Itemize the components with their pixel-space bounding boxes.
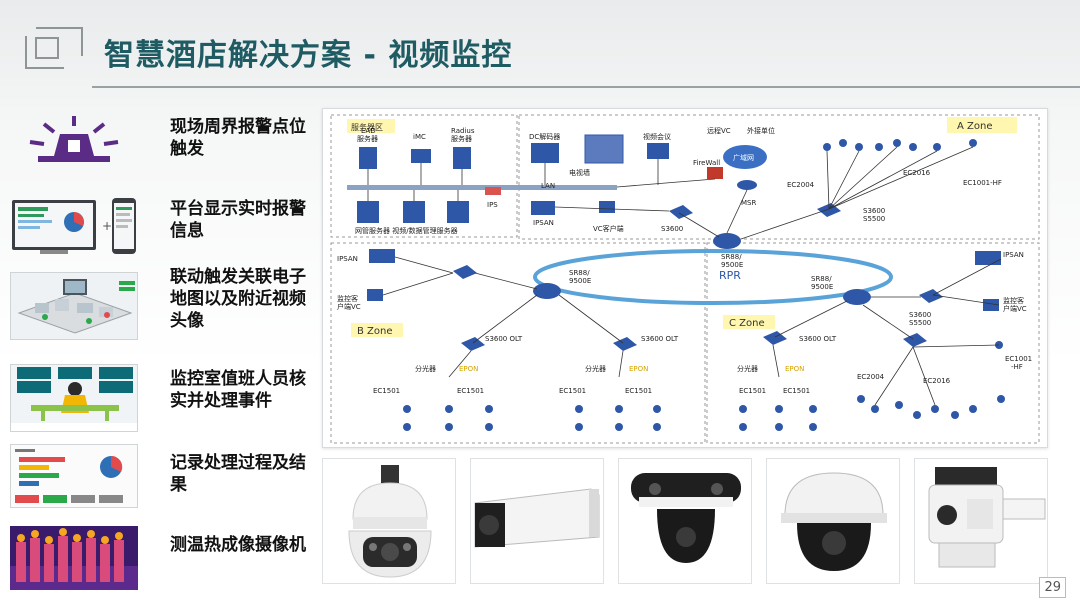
s3600-label: S3600: [661, 225, 683, 233]
alarm-light-icon: [10, 112, 138, 180]
ipsan-label-b: IPSAN: [337, 255, 358, 263]
svg-text:服务器: 服务器: [451, 134, 472, 143]
svg-text:服务器: 服务器: [357, 134, 378, 143]
s3600-olt-b1: S3600 OLT: [485, 335, 523, 343]
svg-text:+: +: [102, 219, 112, 233]
splitter-c: 分光器: [737, 364, 758, 373]
radius-label: Radius: [451, 127, 475, 135]
wan-label: 广域网: [733, 153, 754, 162]
splitter-b2: 分光器: [585, 364, 606, 373]
svg-text:S3600: S3600: [909, 311, 931, 319]
ec2016-label-a: EC2016: [903, 169, 931, 177]
lan-label: LAN: [541, 182, 555, 190]
ips-label: IPS: [487, 201, 498, 209]
rpr-ring: [533, 249, 893, 305]
video-conf-label: 视频会议: [643, 132, 671, 141]
epon-b2: EPON: [629, 365, 648, 373]
ec2016-label-c: EC2016: [923, 377, 951, 385]
svg-text:EC1501: EC1501: [739, 387, 766, 395]
feature-row-5: 记录处理过程及结果: [10, 444, 310, 512]
service-zone-label: 服务器区: [351, 122, 383, 132]
report-dashboard-icon: [10, 444, 138, 508]
splitter-b1: 分光器: [415, 364, 436, 373]
b-zone-label: B Zone: [357, 326, 393, 337]
network-topology-diagram: 服务器区 A Zone B Zone C Zone LAN EAD 服务器 iM…: [322, 108, 1048, 448]
ec2004-label-a: EC2004: [787, 181, 815, 189]
c-zone-label: C Zone: [729, 318, 765, 329]
ptz-dome-camera: [322, 458, 456, 584]
svg-text:SR88/: SR88/: [721, 253, 742, 261]
svg-text:户端VC: 户端VC: [1003, 304, 1027, 313]
external-unit-label: 外接单位: [747, 126, 775, 135]
svg-text:-HF: -HF: [1011, 363, 1023, 371]
svg-text:EC1501: EC1501: [625, 387, 652, 395]
svg-text:S5500: S5500: [863, 215, 885, 223]
feature-label-1: 现场周界报警点位触发: [170, 117, 306, 159]
feature-row-2: + 平台显示实时报警信息: [10, 194, 310, 262]
a-zone-box: [518, 114, 1040, 240]
svg-text:户端VC: 户端VC: [337, 302, 361, 311]
svg-text:EC1501: EC1501: [373, 387, 400, 395]
rpr-label: RPR: [719, 269, 741, 282]
tv-wall-label: 电视墙: [569, 168, 590, 177]
feature-row-4: 监控室值班人员核实并处理事件: [10, 364, 310, 432]
epon-c: EPON: [785, 365, 804, 373]
svg-text:EC1501: EC1501: [457, 387, 484, 395]
svg-text:9500E: 9500E: [811, 283, 833, 291]
svg-text:EC1501: EC1501: [559, 387, 586, 395]
c-zone-box: [706, 242, 1040, 444]
svg-text:监控客: 监控客: [1003, 296, 1024, 305]
ipsan-label-c: IPSAN: [1003, 251, 1024, 259]
server-zone-box: [330, 114, 518, 238]
s3600-olt-c: S3600 OLT: [799, 335, 837, 343]
svg-text:SR88/: SR88/: [811, 275, 832, 283]
feature-label-2: 平台显示实时报警信息: [170, 199, 306, 241]
floor-map-icon: [10, 272, 138, 340]
panoramic-camera: [618, 458, 752, 584]
dome-camera: [766, 458, 900, 584]
ead-label: EAD: [361, 127, 376, 135]
thermal-image-icon: [10, 526, 138, 590]
svg-text:S3600: S3600: [863, 207, 885, 215]
feature-label-3: 联动触发关联电子地图以及附近视频头像: [170, 267, 306, 331]
lan-bus: [347, 185, 617, 190]
feature-label-4: 监控室值班人员核实并处理事件: [170, 369, 306, 411]
ipsan-label-top: IPSAN: [533, 219, 554, 227]
ptz-positioning-camera: [914, 458, 1048, 584]
b-zone-box: [330, 242, 706, 444]
corner-decoration: [25, 27, 83, 69]
feature-label-6: 测温热成像摄像机: [170, 535, 306, 555]
svg-text:9500E: 9500E: [721, 261, 743, 269]
bottom-servers-label: 网管服务器 视频/数据管理服务器: [355, 226, 458, 235]
remote-vc-label: 远程VC: [707, 126, 731, 135]
a-zone-label: A Zone: [957, 121, 992, 132]
imc-label: iMC: [413, 133, 426, 141]
feature-row-3: 联动触发关联电子地图以及附近视频头像: [10, 267, 310, 340]
svg-text:S5500: S5500: [909, 319, 931, 327]
svg-text:EC1001: EC1001: [1005, 355, 1032, 363]
firewall-label: FireWall: [693, 159, 720, 167]
feature-row-1: 现场周界报警点位触发: [10, 112, 310, 180]
dc-decoder-label: DC解码器: [529, 132, 560, 141]
vc-client-label: VC客户端: [593, 224, 624, 233]
svg-text:EC1501: EC1501: [783, 387, 810, 395]
epon-b1: EPON: [459, 365, 478, 373]
svg-text:SR88/: SR88/: [569, 269, 590, 277]
ec1001-label-a: EC1001-HF: [963, 179, 1002, 187]
svg-text:监控客: 监控客: [337, 294, 358, 303]
page-number: 29: [1039, 577, 1066, 598]
bullet-camera: [470, 458, 604, 584]
control-room-icon: [10, 364, 138, 432]
msr-label: MSR: [741, 199, 756, 207]
title-divider: [92, 86, 1080, 88]
feature-row-6: 测温热成像摄像机: [10, 526, 310, 594]
feature-label-5: 记录处理过程及结果: [170, 453, 306, 495]
slide-title: 智慧酒店解决方案 - 视频监控: [104, 38, 513, 73]
ec2004-label-c: EC2004: [857, 373, 885, 381]
s3600-olt-b2: S3600 OLT: [641, 335, 679, 343]
svg-text:9500E: 9500E: [569, 277, 591, 285]
dashboard-devices-icon: +: [10, 194, 138, 262]
